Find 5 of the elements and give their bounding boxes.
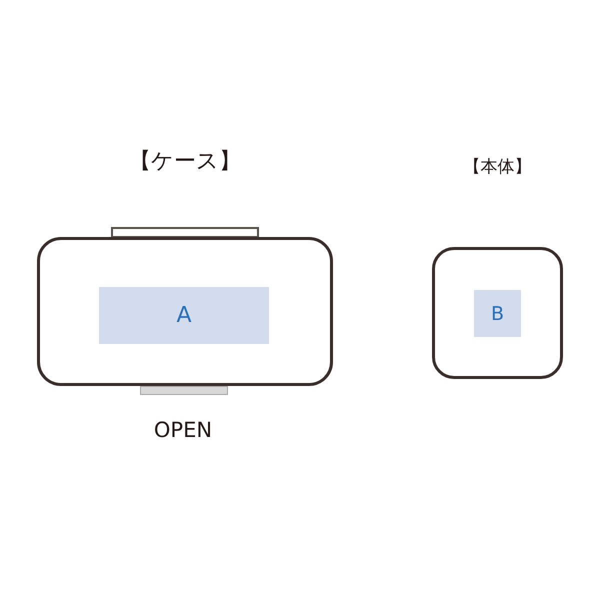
open-label: OPEN: [152, 417, 214, 444]
display-area: B: [474, 290, 521, 337]
body-heading: 【本体】: [462, 156, 532, 179]
case-heading: 【ケース】: [128, 148, 242, 176]
display-area: A: [99, 287, 269, 344]
